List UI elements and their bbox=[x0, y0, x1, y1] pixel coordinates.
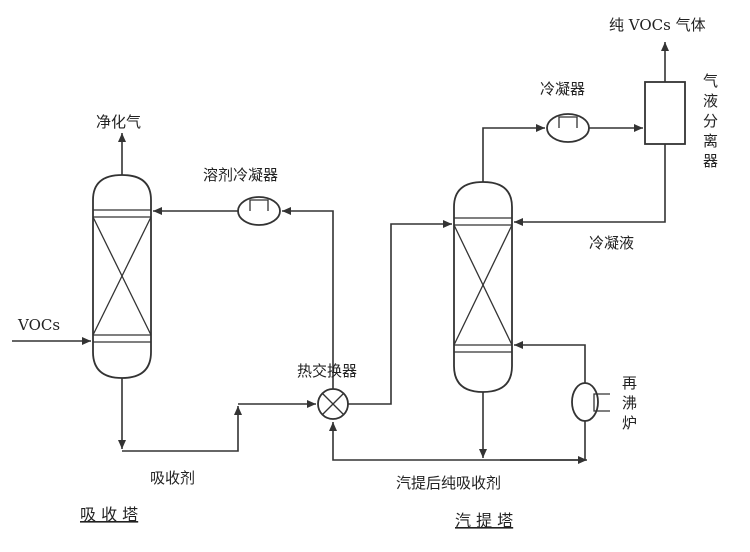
reboiler-vapor-line bbox=[514, 341, 586, 383]
purified-gas-label: 净化气 bbox=[96, 113, 141, 131]
svg-text:离: 离 bbox=[703, 132, 718, 150]
svg-text:再: 再 bbox=[622, 374, 637, 392]
separator-label: 气 液 分 离 器 bbox=[703, 72, 718, 170]
absorption-tower bbox=[92, 174, 152, 379]
svg-text:分: 分 bbox=[703, 112, 718, 130]
stripping-tower bbox=[453, 181, 513, 393]
condenser-label: 冷凝器 bbox=[540, 80, 585, 98]
pure-vocs-label: 纯 VOCs 气体 bbox=[609, 16, 706, 34]
rich-absorbent-line bbox=[348, 220, 452, 405]
solvent-condenser-label: 溶剂冷凝器 bbox=[203, 166, 278, 184]
svg-text:器: 器 bbox=[703, 152, 718, 170]
condensate-line bbox=[514, 144, 666, 226]
vocs-inlet-label: VOCs bbox=[17, 316, 60, 334]
condenser bbox=[546, 113, 590, 143]
reboiler bbox=[571, 382, 610, 422]
reboiler-label: 再 沸 炉 bbox=[622, 374, 637, 432]
exchanger-to-condenser-line bbox=[282, 207, 334, 389]
svg-text:沸: 沸 bbox=[622, 394, 637, 412]
heat-exchanger bbox=[317, 388, 349, 420]
solvent-condenser bbox=[237, 196, 281, 226]
gas-liquid-separator bbox=[644, 81, 686, 145]
absorbent-line bbox=[122, 406, 242, 452]
condensate-label: 冷凝液 bbox=[589, 234, 634, 252]
stripper-overhead-line bbox=[482, 124, 545, 182]
stripped-absorbent-line bbox=[329, 421, 586, 461]
heat-exchanger-label: 热交换器 bbox=[297, 362, 357, 380]
stripped-absorbent-label: 汽提后纯吸收剂 bbox=[396, 474, 501, 492]
svg-text:液: 液 bbox=[703, 92, 718, 110]
absorber-caption: 吸 收 塔 bbox=[80, 505, 138, 524]
stripper-caption: 汽 提 塔 bbox=[455, 511, 513, 530]
svg-text:气: 气 bbox=[703, 72, 718, 90]
svg-text:炉: 炉 bbox=[622, 414, 637, 432]
absorbent-label: 吸收剂 bbox=[150, 469, 195, 487]
